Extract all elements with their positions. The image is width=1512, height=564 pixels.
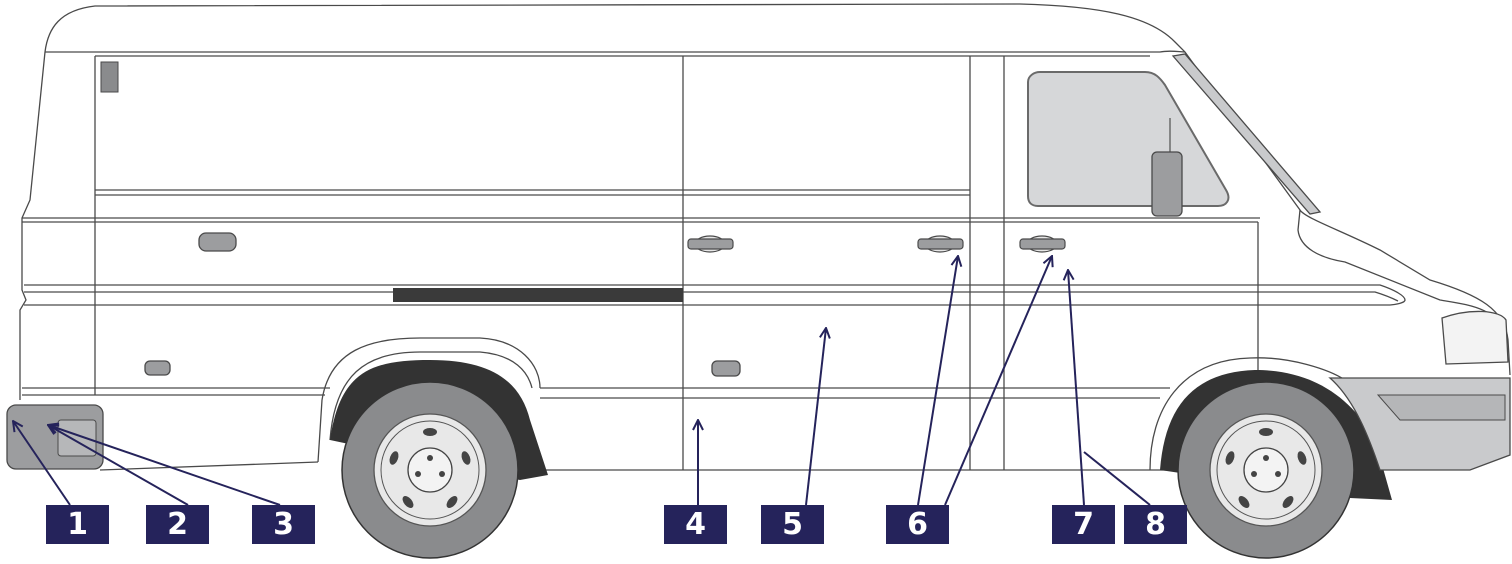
door-handle-sliding-door <box>688 236 733 252</box>
rear-vent <box>101 62 118 92</box>
callout-label-2: 2 <box>146 505 209 544</box>
side-marker-rear <box>199 233 236 251</box>
callout-label-8: 8 <box>1124 505 1187 544</box>
leader-line-6a <box>918 256 958 505</box>
rear-wheel <box>342 382 518 558</box>
front-bumper-recess <box>1378 395 1505 420</box>
side-marker-lower-mid <box>712 361 740 376</box>
side-mirror <box>1152 152 1182 216</box>
callout-number: 8 <box>1145 507 1166 542</box>
callout-label-3: 3 <box>252 505 315 544</box>
leader-line-8 <box>1084 452 1150 505</box>
cab-side-window <box>1028 72 1228 206</box>
leader-line-6b <box>945 256 1052 505</box>
callout-number: 4 <box>685 507 706 542</box>
callout-number: 5 <box>782 507 803 542</box>
door-handle-cab-door <box>1020 236 1065 252</box>
side-marker-lower-rear <box>145 361 170 375</box>
headlight <box>1442 311 1508 364</box>
rub-strip-dark <box>393 288 683 302</box>
callout-label-1: 1 <box>46 505 109 544</box>
callout-number: 3 <box>273 507 294 542</box>
callout-number: 7 <box>1073 507 1094 542</box>
roof-line <box>45 51 1185 52</box>
callout-number: 6 <box>907 507 928 542</box>
rub-strip-bottom <box>24 300 1405 305</box>
callout-label-5: 5 <box>761 505 824 544</box>
door-handle-sliding-door-front <box>918 236 963 252</box>
rear-bumper-step <box>58 420 96 456</box>
callout-number: 2 <box>167 507 188 542</box>
callout-label-6: 6 <box>886 505 949 544</box>
rub-strip-mid <box>24 292 1398 301</box>
callout-label-4: 4 <box>664 505 727 544</box>
callout-label-7: 7 <box>1052 505 1115 544</box>
rear-bottom-line <box>100 462 318 470</box>
rear-outline <box>20 52 45 400</box>
leader-line-5 <box>806 328 826 505</box>
front-wheel <box>1178 382 1354 558</box>
callout-number: 1 <box>67 507 88 542</box>
